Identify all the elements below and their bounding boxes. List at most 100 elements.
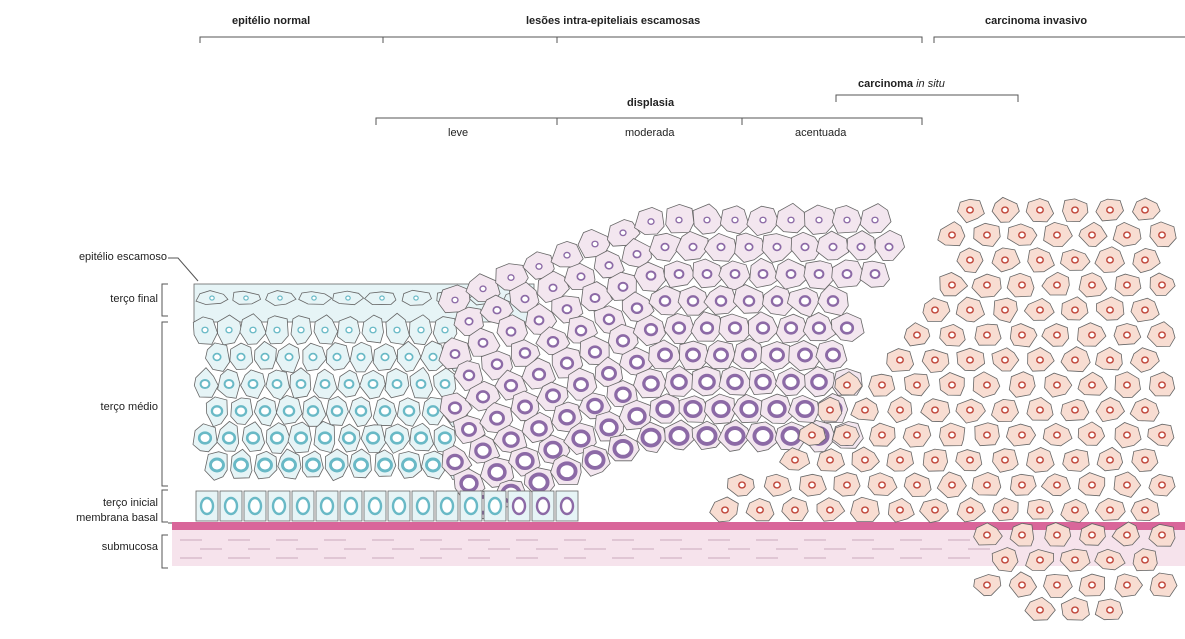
normal-middle-cell-nucleus bbox=[308, 406, 318, 415]
carcinoma-cell-nucleus bbox=[809, 432, 815, 438]
carcinoma-cell bbox=[1150, 273, 1175, 295]
carcinoma-cell bbox=[957, 248, 983, 273]
normal-middle-cell bbox=[291, 316, 312, 345]
carcinoma-cell-nucleus bbox=[1019, 382, 1025, 388]
carcinoma-cell bbox=[1024, 298, 1054, 320]
carcinoma-cell bbox=[1027, 499, 1053, 519]
normal-middle-cell bbox=[385, 424, 410, 453]
carcinoma-cell-nucleus bbox=[1142, 207, 1148, 213]
carcinoma-cell bbox=[1027, 397, 1053, 420]
dysplasia-cell-nucleus bbox=[885, 244, 892, 251]
carcinoma-cell-nucleus bbox=[722, 507, 728, 513]
normal-middle-cell-nucleus bbox=[236, 406, 246, 415]
normal-middle-cell-nucleus bbox=[271, 433, 283, 444]
dysplasia-cell-nucleus bbox=[645, 324, 657, 335]
dysplasia-cell-nucleus bbox=[872, 217, 878, 223]
normal-superficial-cell-nucleus bbox=[414, 296, 418, 300]
dysplasia-cell-nucleus bbox=[715, 349, 728, 361]
dysplasia-cell-nucleus bbox=[549, 284, 556, 291]
carcinoma-cell-nucleus bbox=[1142, 307, 1148, 313]
carcinoma-cell-nucleus bbox=[932, 407, 938, 413]
normal-middle-cell bbox=[206, 343, 230, 372]
dysplasia-cell-nucleus bbox=[592, 241, 598, 247]
normal-middle-cell-nucleus bbox=[369, 380, 378, 388]
dysplasia-cell bbox=[719, 366, 752, 395]
carcinoma-cell bbox=[1006, 424, 1035, 446]
carcinoma-cell-nucleus bbox=[1089, 582, 1095, 588]
carcinoma-cell-nucleus bbox=[1019, 432, 1025, 438]
carcinoma-cell bbox=[922, 350, 949, 373]
carcinoma-cell bbox=[958, 199, 985, 223]
normal-middle-cell-nucleus bbox=[346, 327, 352, 333]
carcinoma-cell-nucleus bbox=[1019, 282, 1025, 288]
carcinoma-cell bbox=[852, 447, 879, 472]
carcinoma-cell-nucleus bbox=[862, 407, 868, 413]
dysplasia-cell-nucleus bbox=[787, 270, 796, 278]
dysplasia-cell bbox=[665, 366, 697, 397]
normal-middle-cell bbox=[217, 421, 239, 451]
carcinoma-cell-nucleus bbox=[844, 482, 850, 488]
dysplasia-cell bbox=[818, 285, 849, 316]
dysplasia-cell-nucleus bbox=[687, 349, 700, 361]
dysplasia-cell-nucleus bbox=[871, 270, 880, 278]
carcinoma-cell bbox=[1061, 598, 1089, 621]
normal-middle-cell bbox=[303, 343, 326, 371]
dysplasia-cell-nucleus bbox=[670, 428, 687, 444]
carcinoma-cell bbox=[1131, 498, 1159, 520]
carcinoma-cell bbox=[1131, 298, 1159, 322]
normal-middle-cell bbox=[276, 344, 299, 373]
carcinoma-cell-nucleus bbox=[1002, 407, 1008, 413]
basal-cell-nucleus bbox=[537, 498, 549, 514]
dysplasia-cell-nucleus bbox=[591, 294, 600, 302]
dysplasia-cell-nucleus bbox=[617, 335, 629, 346]
bracket-invasive bbox=[934, 37, 1185, 43]
dysplasia-cell-nucleus bbox=[844, 217, 850, 223]
carcinoma-cell-nucleus bbox=[1107, 407, 1113, 413]
dysplasia-cell-nucleus bbox=[799, 349, 812, 361]
dysplasia-cell bbox=[676, 231, 708, 260]
dysplasia-cell-nucleus bbox=[642, 430, 659, 446]
normal-middle-cell-nucleus bbox=[309, 354, 316, 361]
normal-middle-cell bbox=[410, 423, 434, 451]
carcinoma-cell bbox=[1115, 574, 1143, 597]
normal-middle-cell bbox=[326, 343, 350, 371]
basal-cell-nucleus bbox=[345, 498, 357, 514]
carcinoma-cell-nucleus bbox=[1159, 532, 1165, 538]
normal-middle-cell-nucleus bbox=[343, 433, 355, 444]
carcinoma-cell-nucleus bbox=[949, 282, 955, 288]
carcinoma-cell-nucleus bbox=[914, 332, 920, 338]
label-submucosa: submucosa bbox=[102, 541, 158, 553]
dysplasia-cell-nucleus bbox=[493, 307, 500, 314]
carcinoma-cell-nucleus bbox=[1072, 257, 1078, 263]
header-normal: epitélio normal bbox=[232, 15, 310, 27]
dysplasia-cell-nucleus bbox=[520, 348, 530, 357]
carcinoma-cell bbox=[1078, 422, 1104, 445]
dysplasia-cell-nucleus bbox=[451, 350, 460, 358]
dysplasia-cell-nucleus bbox=[589, 347, 601, 358]
basal-cell-nucleus bbox=[369, 498, 381, 514]
dysplasia-cell-nucleus bbox=[631, 356, 644, 368]
normal-middle-cell-nucleus bbox=[261, 354, 268, 361]
normal-middle-cell bbox=[375, 450, 396, 477]
dysplasia-cell-nucleus bbox=[731, 270, 740, 278]
carcinoma-cell bbox=[1150, 222, 1176, 247]
label-middle: terço médio bbox=[101, 401, 158, 413]
carcinoma-cell-nucleus bbox=[932, 357, 938, 363]
dysplasia-cell-nucleus bbox=[784, 375, 798, 388]
carcinoma-cell bbox=[888, 498, 914, 522]
carcinoma-cell-nucleus bbox=[1019, 532, 1025, 538]
carcinoma-cell-nucleus bbox=[1037, 607, 1043, 613]
dysplasia-cell-nucleus bbox=[785, 323, 797, 334]
dysplasia-cell-nucleus bbox=[648, 219, 654, 225]
dysplasia-cell-nucleus bbox=[828, 296, 838, 305]
carcinoma-cell bbox=[746, 498, 774, 520]
normal-middle-cell-nucleus bbox=[225, 380, 234, 388]
dysplasia-cell bbox=[787, 288, 819, 317]
dysplasia-cell-nucleus bbox=[575, 379, 588, 391]
carcinoma-cell-nucleus bbox=[1089, 532, 1095, 538]
normal-middle-cell-nucleus bbox=[380, 406, 390, 415]
carcinoma-cell bbox=[1096, 398, 1125, 422]
normal-middle-cell-nucleus bbox=[321, 380, 330, 388]
dysplasia-cell-nucleus bbox=[604, 315, 614, 324]
